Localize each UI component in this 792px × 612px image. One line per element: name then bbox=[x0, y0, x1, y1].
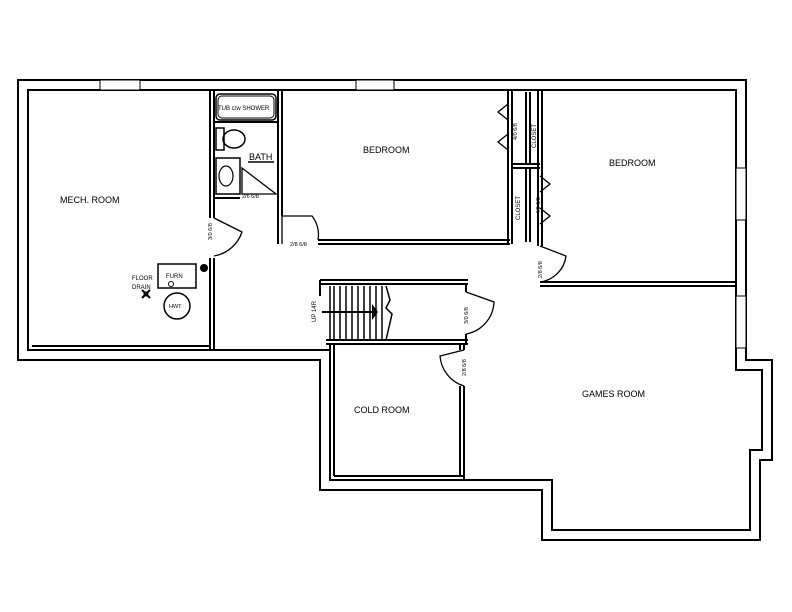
mech-room-label: MECH. ROOM bbox=[60, 195, 120, 205]
stair-arrow-icon bbox=[372, 304, 378, 320]
closet-1-label: CLOSET bbox=[532, 124, 538, 148]
room-labels: MECH. ROOM BEDROOM BEDROOM BATH TUB c/w … bbox=[60, 106, 656, 415]
bath-door-size: 2/6 6/8 bbox=[242, 194, 259, 200]
door-size-labels: 2/6 6/8 3/0 6/8 2/8 6/8 4/0 6/8 4/0 6/8 … bbox=[208, 123, 544, 376]
toilet-bowl bbox=[222, 129, 246, 149]
sink bbox=[218, 165, 234, 187]
floor-drain-label-2: DRAIN bbox=[132, 285, 151, 291]
cold-room-door-size: 2/8 6/8 bbox=[462, 359, 468, 376]
stairs bbox=[322, 285, 393, 341]
bedroom-1-label: BEDROOM bbox=[363, 145, 410, 155]
tub-label: TUB c/w SHOWER bbox=[218, 106, 270, 112]
interior-walls bbox=[32, 90, 736, 480]
vanity bbox=[215, 157, 241, 195]
stair-door-size: 3/0 6/8 bbox=[464, 307, 470, 324]
toilet-tank bbox=[215, 127, 225, 151]
bath-fixtures bbox=[215, 93, 277, 195]
bath-label: BATH bbox=[249, 152, 272, 162]
mech-fixtures bbox=[141, 263, 208, 320]
closet1-door-size: 4/0 6/8 bbox=[513, 123, 519, 140]
closet-2-label: CLOSET bbox=[516, 196, 522, 220]
cold-room-label: COLD ROOM bbox=[354, 405, 410, 415]
fixture-labels: FLOOR DRAIN FURN HWT UP 14R bbox=[132, 274, 318, 322]
closet2-door-size: 4/0 6/8 bbox=[536, 197, 542, 214]
bathtub bbox=[215, 93, 277, 121]
floor-drain-label-1: FLOOR bbox=[132, 276, 153, 282]
bedroom-2-label: BEDROOM bbox=[609, 158, 656, 168]
mech-door-size: 3/0 6/8 bbox=[208, 223, 214, 240]
hot-water-tank-label: HWT bbox=[169, 304, 182, 310]
games-room-label: GAMES ROOM bbox=[582, 389, 645, 399]
bedroom1-door-size: 2/8 6/8 bbox=[290, 242, 307, 248]
doors bbox=[213, 103, 567, 387]
furnace bbox=[157, 263, 197, 289]
stairs-label: UP 14R bbox=[312, 300, 318, 322]
hot-water-tank bbox=[163, 292, 191, 320]
bedroom2-door-size: 2/8 6/8 bbox=[538, 261, 544, 278]
floor-drain-marker-icon bbox=[200, 264, 208, 272]
furnace-label: FURN bbox=[166, 274, 183, 280]
